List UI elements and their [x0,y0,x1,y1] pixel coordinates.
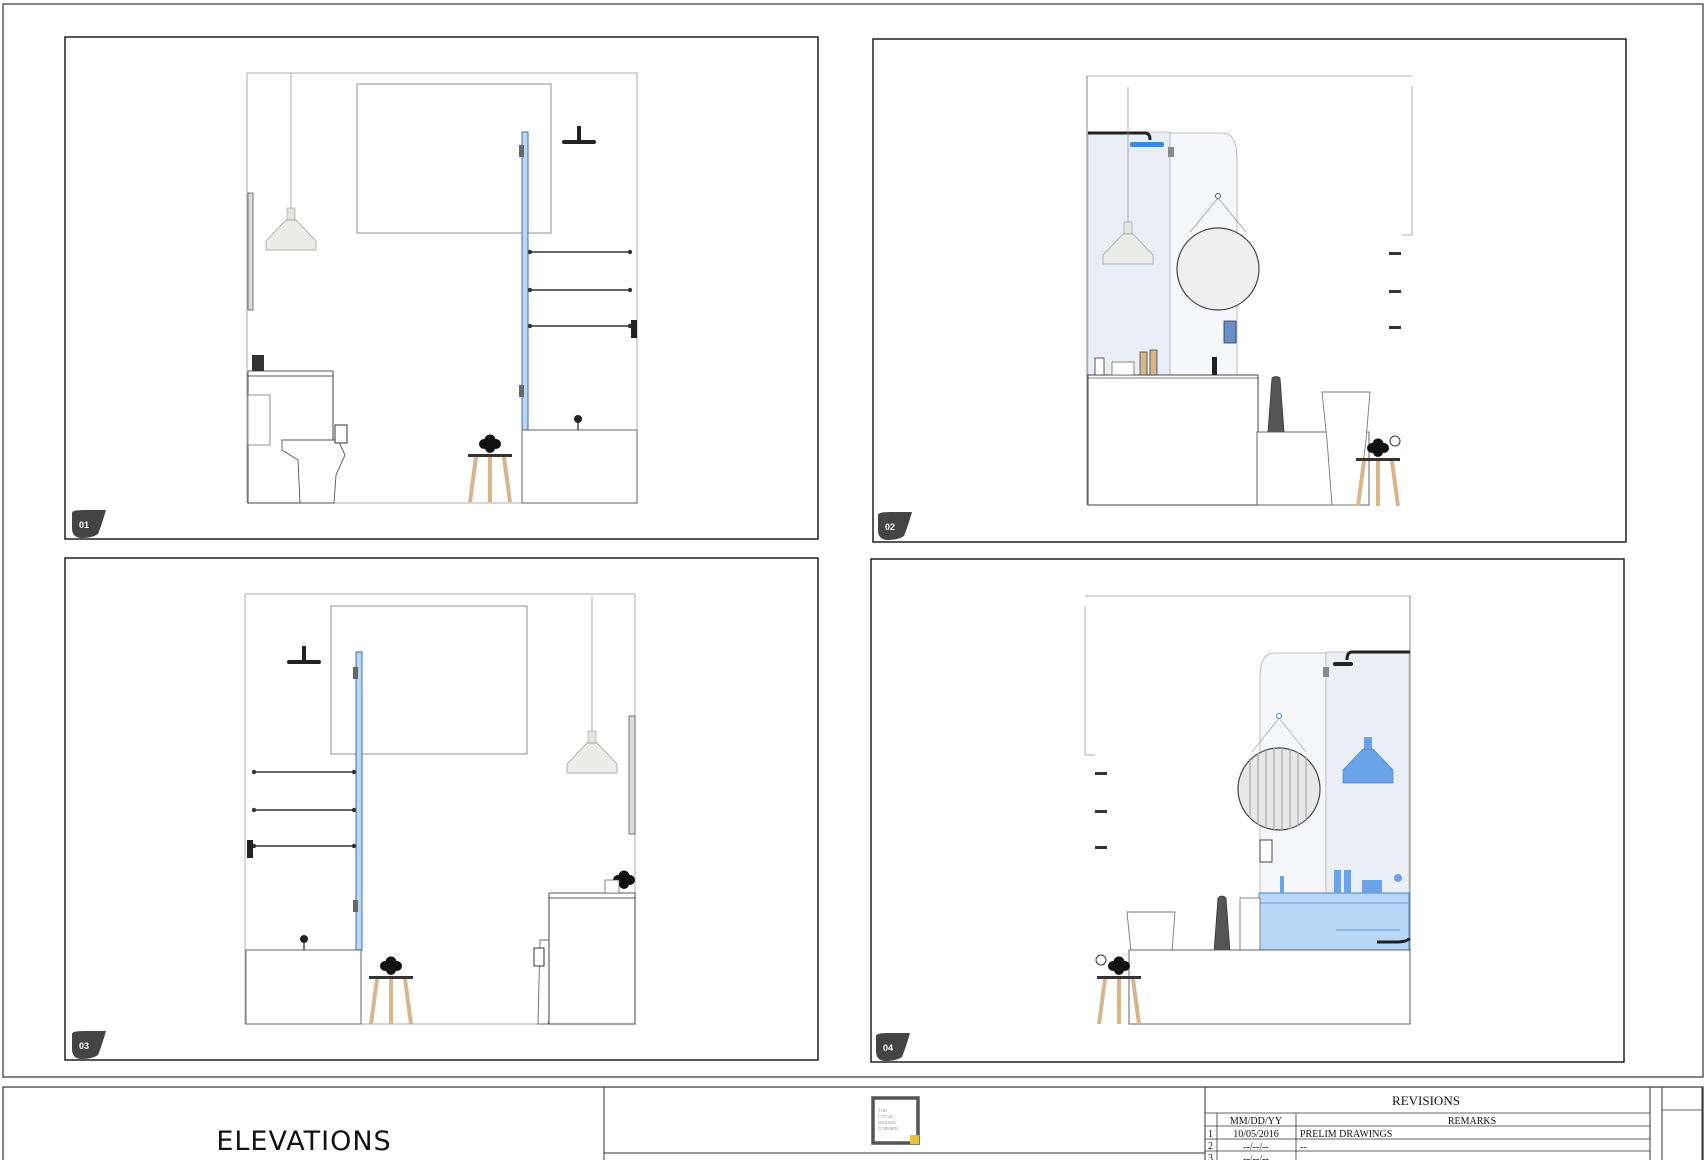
svg-text:03: 03 [79,1041,89,1051]
view-frame [64,557,819,1061]
svg-text:LITTLE: LITTLE [878,1114,893,1119]
svg-text:CORNER: CORNER [878,1126,899,1131]
svg-text:10/05/2016: 10/05/2016 [1233,1129,1279,1140]
svg-text:02: 02 [885,522,895,532]
svg-text:01: 01 [79,520,89,530]
company-logo-icon: THE LITTLE DESIGN CORNER [871,1096,920,1145]
elevation-view-02: 02 [872,38,1627,543]
vanity-unit [1087,374,1259,506]
svg-text:3: 3 [1208,1153,1213,1160]
towel-rail [526,322,634,330]
towel-rail [251,842,358,850]
towel-rail [251,768,358,776]
sheet-title: ELEVATIONS [216,1126,391,1157]
view-number-tag: 03 [72,1031,106,1059]
pendant-lamp-icon [566,595,618,774]
round-mirror [1176,193,1260,311]
pendant-lamp-icon [265,72,317,251]
svg-text:MM/DD/YY: MM/DD/YY [1230,1116,1282,1127]
svg-text:04: 04 [883,1043,893,1053]
shower-head-icon [562,126,596,144]
round-mirror [1237,713,1321,831]
elevation-view-03: 03 [64,557,819,1061]
svg-text:--/--/--: --/--/-- [1243,1142,1269,1153]
elevation-view-01: 01 [64,36,819,540]
towel-rail [526,286,634,294]
view-frame [870,558,1625,1063]
stool-with-plant-icon [468,435,512,503]
vanity-unit [548,894,636,1025]
svg-text:1: 1 [1208,1129,1213,1140]
svg-text:THE: THE [878,1108,887,1113]
revisions-table: REVISIONS MM/DD/YY REMARKS 1 10/05/2016 … [1204,1086,1651,1160]
svg-text:--/--/--: --/--/-- [1243,1154,1269,1160]
view-frame [64,36,819,540]
elevation-view-04: 04 [870,558,1625,1063]
revisions-heading: REVISIONS [1392,1093,1460,1108]
svg-text:REMARKS: REMARKS [1448,1116,1496,1127]
svg-text:PRELIM DRAWINGS: PRELIM DRAWINGS [1300,1129,1392,1140]
shower-head-icon [287,646,321,664]
svg-text:2: 2 [1208,1141,1213,1152]
towel-rail [526,249,634,255]
toilet-icon [281,424,348,504]
svg-text:--: -- [1300,1142,1307,1153]
stool-with-plant-icon [369,957,413,1025]
title-block: ELEVATIONS THE LITTLE DESIGN CORNER REVI… [2,1086,1704,1160]
pendant-lamp-icon [1342,737,1394,784]
towel-rail [251,806,358,814]
view-number-tag: 02 [878,512,912,540]
view-number-tag: 01 [72,510,106,538]
svg-text:DESIGN: DESIGN [878,1120,896,1125]
view-frame [872,38,1627,543]
view-number-tag: 04 [876,1033,910,1061]
